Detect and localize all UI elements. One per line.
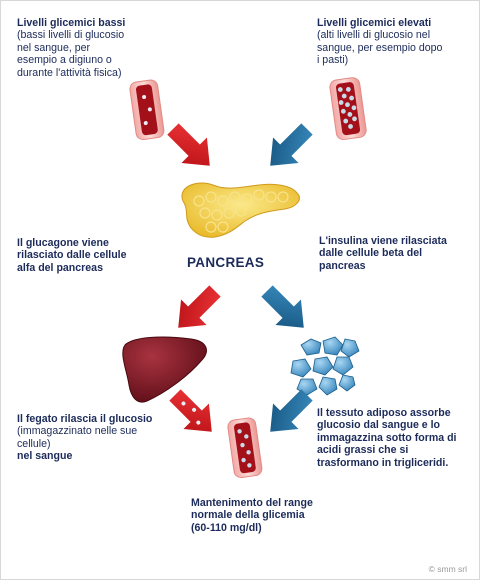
- glucagon-arrow-to-liver: [178, 285, 221, 328]
- liver-illustration: [122, 336, 207, 403]
- normal-range-values: (60-110 mg/dl): [191, 521, 262, 534]
- blood-vessel-normal-glucose: [227, 417, 263, 479]
- glucagon-caption: Il glucagone viene rilasciato dalle cell…: [17, 237, 127, 274]
- low-glucose-title: Livelli glicemici bassi: [17, 17, 126, 29]
- blood-vessel-low-glucose: [129, 79, 165, 141]
- adipose-caption: Il tessuto adiposo assorbe glucosio dal …: [317, 407, 457, 469]
- normal-range-caption: Mantenimento del range normale della gli…: [191, 497, 341, 534]
- pancreas-label: PANCREAS: [187, 255, 265, 270]
- insulin-caption: L'insulina viene rilasciata dalle cellul…: [319, 235, 447, 272]
- high-glucose-caption: Livelli glicemici elevati (alti livelli …: [317, 17, 447, 67]
- blood-vessel-high-glucose: [329, 77, 367, 141]
- insulin-arrow-to-pancreas: [270, 123, 313, 166]
- liver-caption-bold-b: nel sangue: [17, 450, 73, 463]
- high-glucose-detail: (alti livelli di glucosio nel sangue, pe…: [317, 29, 443, 67]
- liver-caption-normal: (immagazzinato nelle sue cellule): [17, 425, 138, 450]
- insulin-arrow-to-adipose: [261, 285, 304, 328]
- low-glucose-detail: (bassi livelli di glucosio nel sangue, p…: [17, 29, 125, 79]
- liver-caption-bold-a: Il fegato rilascia il glucosio: [17, 413, 153, 425]
- adipose-uptake-arrow: [270, 389, 313, 432]
- normal-range-text: Mantenimento del range normale della gli…: [191, 497, 313, 522]
- adipose-tissue-illustration: [290, 336, 360, 396]
- pancreas-illustration: [181, 182, 300, 238]
- high-glucose-title: Livelli glicemici elevati: [317, 17, 432, 29]
- copyright-notice: © smm srl: [428, 564, 467, 574]
- liver-caption: Il fegato rilascia il glucosio (immagazz…: [17, 413, 163, 463]
- liver-release-arrow: [169, 389, 212, 432]
- low-glucose-caption: Livelli glicemici bassi (bassi livelli d…: [17, 17, 129, 79]
- glucagon-arrow-to-pancreas: [167, 123, 210, 166]
